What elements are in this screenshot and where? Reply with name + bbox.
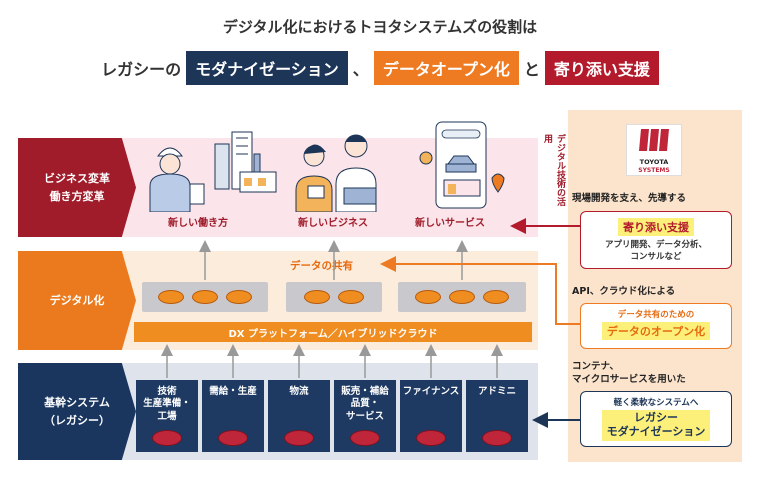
system-label: 技術 生産準備・ 工場: [143, 386, 191, 422]
support-tag: 寄り添い支援: [618, 218, 694, 236]
database-icon: [226, 290, 252, 304]
system-label: 販売・補給 品質・ サービス: [341, 386, 389, 422]
database-icon: [218, 430, 248, 446]
row-label-business: ビジネス変革 働き方変革: [18, 138, 136, 237]
modernization-desc: 軽く柔軟なシステムへ: [613, 398, 699, 408]
system-box-finance: ファイナンス: [400, 380, 462, 452]
database-icon: [158, 290, 184, 304]
modernization-box: 軽く柔軟なシステムへ レガシー モダナイゼーション: [580, 391, 732, 447]
database-icon: [449, 290, 475, 304]
database-icon: [483, 290, 509, 304]
data-share-label: データの共有: [290, 260, 353, 272]
caption-new-work: 新しい働き方: [168, 218, 228, 229]
row-label-digital: デジタル化: [18, 251, 136, 350]
database-group-2: [286, 282, 382, 312]
database-group-3: [398, 282, 526, 312]
subtitle-separator-and: と: [523, 60, 540, 79]
right-heading-1: 現場開発を支え、先導する: [572, 193, 687, 204]
database-icon: [304, 290, 330, 304]
highlight-modernization: モダナイゼーション: [186, 51, 348, 85]
system-label: アドミニ: [477, 386, 516, 397]
smartphone-service-icon: [419, 121, 505, 209]
logo-mark-icon: [639, 129, 669, 151]
system-label: ファイナンス: [402, 386, 460, 397]
database-icon: [192, 290, 218, 304]
system-label: 需給・生産: [209, 386, 257, 397]
dx-platform-bar: DX プラットフォーム／ハイブリッドクラウド: [134, 322, 532, 342]
support-box: 寄り添い支援 アプリ開発、データ分析、 コンサルなど: [580, 211, 732, 269]
system-box-engineering: 技術 生産準備・ 工場: [136, 380, 198, 452]
caption-new-business: 新しいビジネス: [298, 218, 368, 229]
data-open-desc: データ共有のための: [617, 310, 695, 320]
caption-new-service: 新しいサービス: [415, 218, 485, 229]
vertical-label-digital-tech: デジタル技術の活用: [542, 134, 565, 206]
database-icon: [338, 290, 364, 304]
row-label-core: 基幹システム （レガシー）: [18, 363, 136, 460]
toyota-systems-logo: TOYOTA SYSTEMS: [626, 124, 682, 176]
system-box-sales: 販売・補給 品質・ サービス: [334, 380, 396, 452]
business-people-icon: [295, 134, 377, 212]
highlight-data-open: データオープン化: [373, 51, 519, 85]
system-box-admin: アドミニ: [466, 380, 528, 452]
database-icon: [415, 290, 441, 304]
highlight-support: 寄り添い支援: [544, 51, 659, 85]
system-box-logistics: 物流: [268, 380, 330, 452]
database-icon: [350, 430, 380, 446]
modernization-tag: レガシー モダナイゼーション: [601, 410, 711, 441]
subtitle-separator: 、: [352, 60, 369, 79]
right-heading-3: コンテナ、 マイクロサービスを用いた: [572, 361, 686, 385]
diagram-title: デジタル化におけるトヨタシステムズの役割は: [222, 18, 538, 36]
database-icon: [152, 430, 182, 446]
logo-text-toyota: TOYOTA: [639, 158, 669, 166]
database-icon: [284, 430, 314, 446]
database-icon: [416, 430, 446, 446]
worker-factory-icon: [149, 131, 277, 212]
data-open-box: データ共有のための データのオープン化: [580, 303, 732, 349]
database-icon: [482, 430, 512, 446]
diagram-subtitle: レガシーの モダナイゼーション 、 データオープン化 と 寄り添い支援: [0, 48, 760, 88]
system-label: 物流: [289, 386, 309, 397]
support-desc: アプリ開発、データ分析、 コンサルなど: [604, 240, 707, 262]
database-group-1: [142, 282, 268, 312]
subtitle-prefix: レガシーの: [101, 60, 182, 79]
system-box-supply: 需給・生産: [202, 380, 264, 452]
logo-text-systems: SYSTEMS: [638, 166, 670, 174]
data-open-tag: データのオープン化: [601, 322, 711, 340]
right-heading-2: API、クラウド化による: [572, 286, 676, 297]
